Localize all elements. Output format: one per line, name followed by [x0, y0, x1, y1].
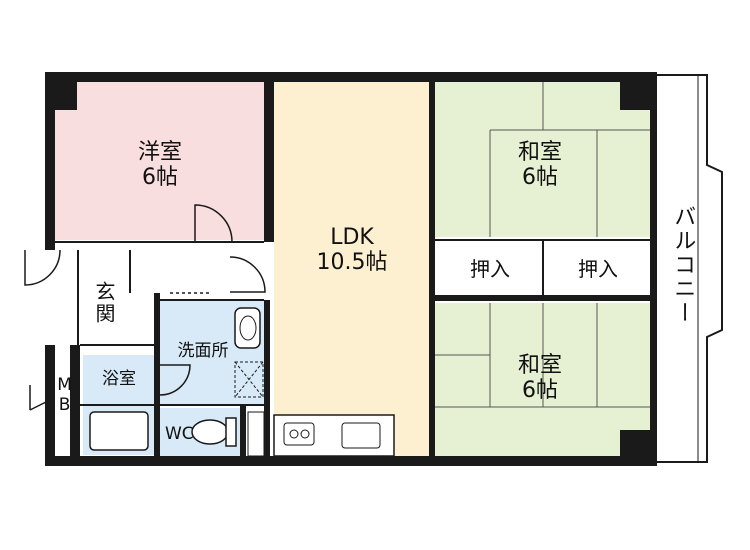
japanese-room-top-name: 和室: [517, 140, 562, 165]
washbasin: [234, 307, 261, 349]
kitchen-counter: [273, 414, 395, 457]
windows: [47, 140, 654, 380]
ldk-size: 10.5帖: [316, 250, 388, 276]
washroom-label: 洗面所: [177, 341, 229, 361]
western-room-name: 洋室: [137, 140, 182, 165]
bathtub: [89, 411, 149, 451]
ldk-label: LDK 10.5帖: [302, 225, 402, 276]
walls: [45, 72, 657, 466]
balcony-outline: [657, 74, 723, 463]
balcony-label: バルコニー: [670, 205, 696, 325]
western-room-size: 6帖: [142, 165, 178, 191]
washbasin-bowl: [239, 315, 257, 341]
entrance-label: 玄関: [92, 281, 116, 325]
western-room-fill: [55, 82, 267, 240]
mb-label: MB: [54, 375, 75, 415]
washing-machine-pan: [234, 361, 264, 398]
japanese-room-bottom-size: 6帖: [522, 378, 558, 404]
partitions: [55, 239, 650, 406]
tatami-lines: [435, 82, 650, 408]
closet-left-label: 押入: [470, 257, 510, 281]
wc-label: WC: [165, 424, 194, 444]
toilet-tank: [225, 417, 237, 447]
stove: [283, 422, 315, 446]
bath-label: 浴室: [102, 369, 136, 389]
closet-right-label: 押入: [578, 257, 618, 281]
doors: [24, 204, 266, 411]
ldk-fill: [274, 82, 429, 456]
western-room-label: 洋室 6帖: [125, 140, 195, 191]
kitchen-sink: [341, 422, 381, 449]
japanese-room-top-size: 6帖: [522, 165, 558, 191]
japanese-room-top-label: 和室 6帖: [505, 140, 575, 191]
ldk-name: LDK: [330, 225, 374, 250]
fridge-space: [247, 411, 265, 457]
japanese-room-bottom-label: 和室 6帖: [505, 353, 575, 404]
japanese-room-bottom-name: 和室: [517, 353, 562, 378]
